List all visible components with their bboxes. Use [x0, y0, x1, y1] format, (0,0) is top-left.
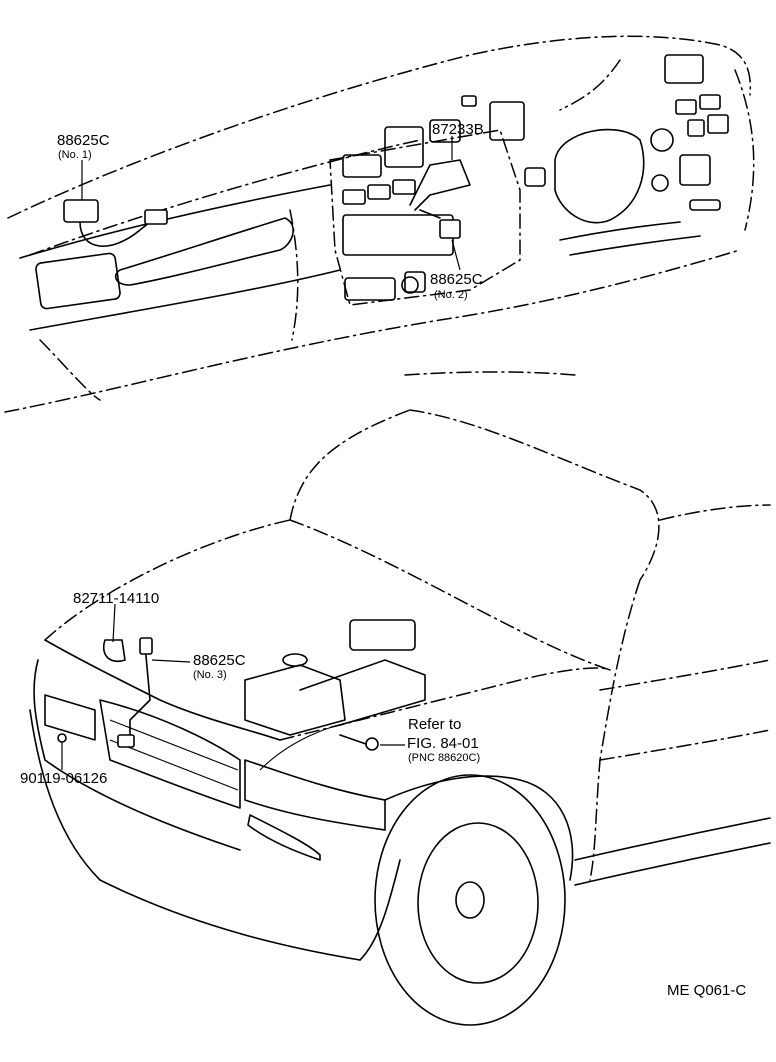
callout-labels: 88625C (No. 1) 87233B 88625C (No. 2) 827… — [20, 121, 746, 999]
label-88625c-no2: 88625C — [430, 271, 483, 288]
front-wheel — [374, 774, 566, 1026]
dashboard-illustration — [4, 35, 755, 413]
label-90119-06126: 90119-06126 — [20, 770, 107, 787]
wiring-clip — [103, 639, 126, 662]
label-88625c-no1-sub: (No. 1) — [58, 149, 92, 161]
engine-block — [244, 664, 346, 736]
label-fig-84-01: FIG. 84-01 — [407, 735, 479, 752]
label-88625c-no1: 88625C — [57, 132, 110, 149]
label-82711-14110: 82711-14110 — [73, 590, 159, 607]
leader-lines — [61, 136, 461, 770]
bolt — [57, 733, 67, 743]
label-88625c-no3-sub: (No. 3) — [193, 669, 227, 681]
label-refer-to: Refer to — [408, 716, 461, 733]
vehicle-illustration — [29, 371, 771, 1026]
label-88625c-no2-sub: (No. 2) — [434, 289, 468, 301]
ambient-sensor — [365, 737, 379, 751]
aspirator-hose — [409, 159, 471, 211]
sensor-no1-body — [63, 199, 99, 223]
grille — [99, 699, 241, 809]
label-87233b: 87233B — [432, 121, 484, 138]
headlight — [244, 759, 386, 831]
sensor-no1-connector — [144, 209, 168, 225]
label-pnc-88620c: (PNC 88620C) — [408, 752, 480, 764]
sensor-no3-body — [139, 637, 153, 655]
label-88625c-no3: 88625C — [193, 652, 246, 669]
sensor-no2-body — [439, 219, 461, 239]
figure-code: ME Q061-C — [667, 982, 746, 999]
